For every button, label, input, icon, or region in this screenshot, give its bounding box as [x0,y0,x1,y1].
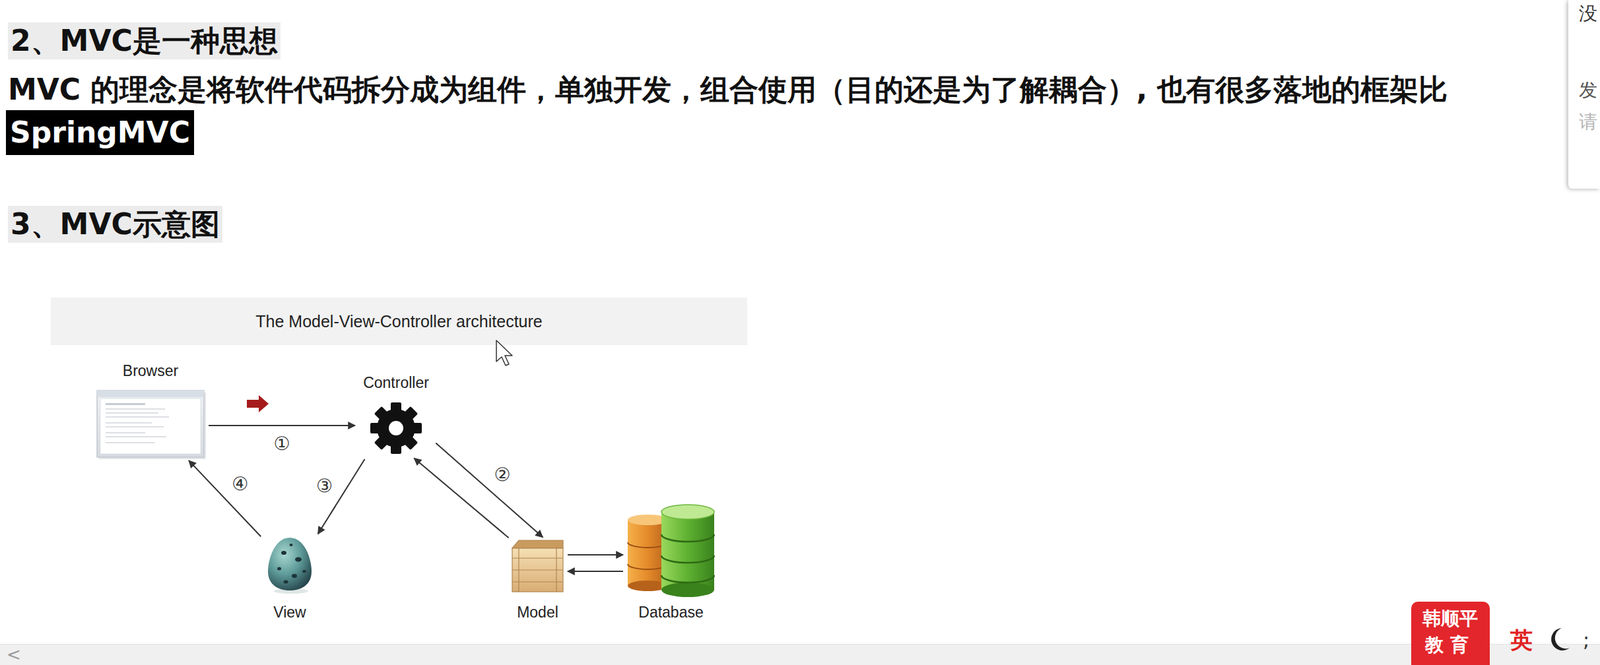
highlight-text: SpringMVC [5,110,195,156]
red-arrow [246,395,269,413]
component-node: View [264,537,316,622]
egg-icon [267,537,312,595]
crate-icon [512,540,564,593]
callout-number: ③ [314,475,334,498]
section-heading: 3、MVC示意图 [7,205,223,243]
moon-icon [1551,628,1570,651]
component-node: Model [512,540,564,622]
flow-arrow [208,425,356,427]
component-label: Database [638,603,703,622]
panel-char: 请 [1578,110,1598,134]
callout-number: ② [493,464,513,486]
paragraph-text: MVC 的理念是将软件代码拆分成为组件，单独开发，组合使用（目的还是为了解耦合）… [7,71,1448,109]
diagram-title: The Model-View-Controller architecture [50,297,748,346]
input-method-char: 英 [1510,627,1533,654]
component-node: Browser [97,361,204,458]
browser-icon [97,390,206,460]
component-node: Controller [359,373,433,456]
flow-arrow [567,554,624,556]
logo-text: 教育 [1425,633,1476,658]
logo-text: 韩顺平 [1422,607,1478,632]
panel-char: 没 [1578,2,1598,26]
callout-number: ④ [230,473,250,496]
toolbar-char: ; [1582,627,1590,654]
component-label: Controller [363,373,430,393]
component-label: Browser [122,361,179,381]
panel-char: 发 [1578,79,1598,102]
callout-number: ① [271,433,292,455]
gear-icon [370,402,422,455]
database-icon [627,504,715,598]
component-node: Database [627,502,715,622]
section-heading: 2、MVC是一种思想 [7,22,281,60]
component-label: View [273,603,306,622]
scrollbar [0,644,1600,665]
component-label: Model [516,603,559,622]
flow-arrow [567,570,624,573]
flow-arrow [188,460,261,537]
mouse-cursor [496,340,513,366]
scroll-arrow: < [6,644,22,665]
